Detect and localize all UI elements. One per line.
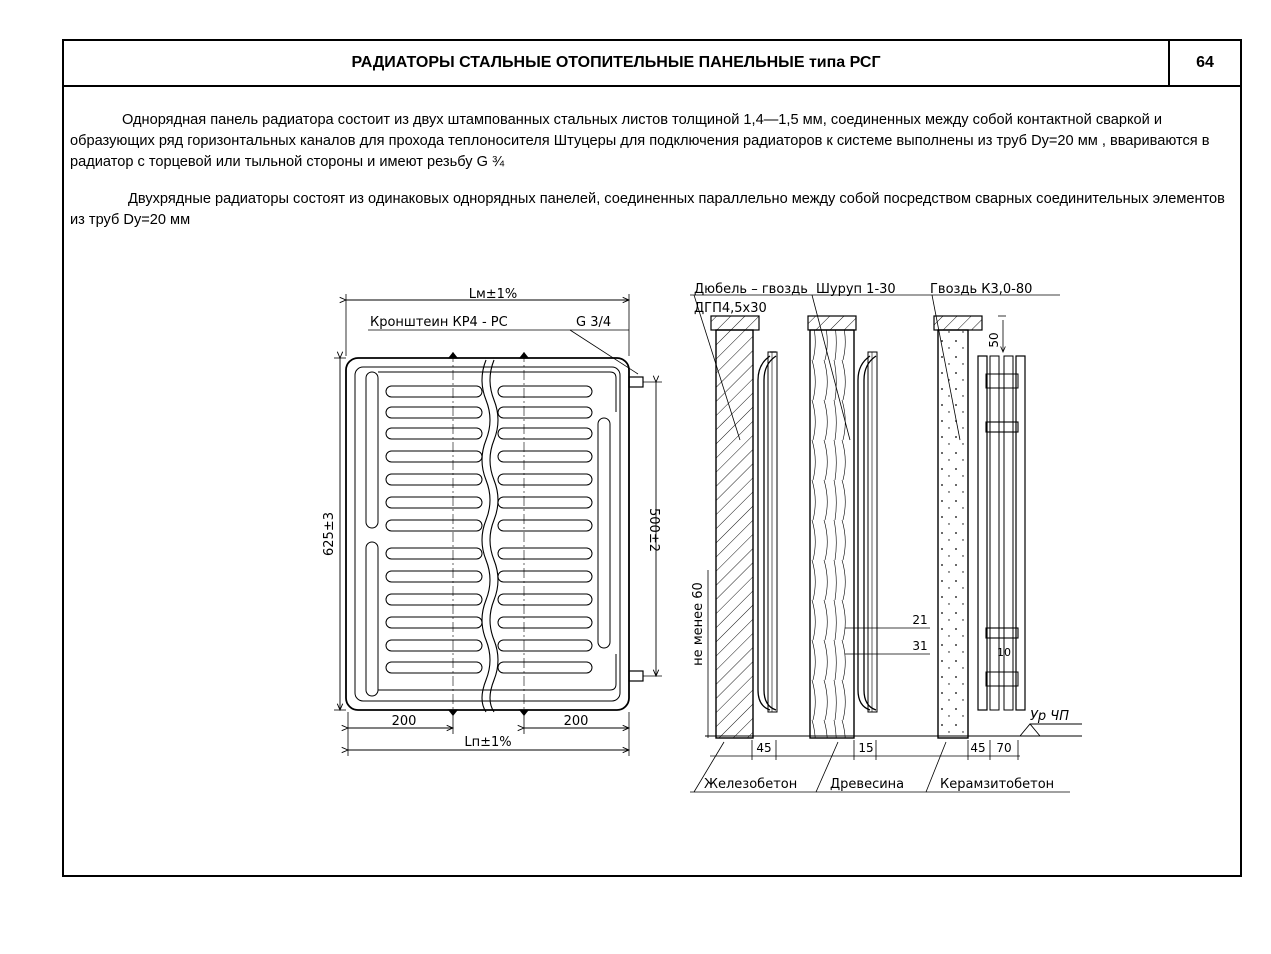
height-inner-label: 500±2 (646, 508, 661, 552)
dim-top-label: Lм±1% (469, 287, 518, 302)
label-dowel-sub: ДГП4,5х30 (694, 301, 767, 316)
paragraph-double-row: Двухрядные радиаторы состоят из одинаков… (70, 191, 1225, 228)
bottom-right-dim: 200 (564, 714, 589, 729)
material-concrete: Железобетон (704, 777, 797, 792)
bottom-left-dim: 200 (392, 714, 417, 729)
dim-45-a: 45 (756, 741, 771, 755)
label-dowel: Дюбель – гвоздь (694, 282, 808, 297)
radiator-channels (385, 385, 593, 674)
height-outer-label: 625±3 (322, 512, 337, 556)
bracket-label: Кронштеин КР4 - РС (370, 315, 508, 330)
dim-70: 70 (996, 741, 1011, 755)
dim-50: 50 (987, 332, 1001, 347)
radiator-front-view (334, 294, 662, 756)
thread-label: G 3/4 (576, 315, 611, 330)
min-distance-label: не менее 60 (691, 582, 706, 666)
material-clay-concrete: Керамзитобетон (940, 777, 1054, 792)
paragraph-single-row: Однорядная панель радиатора состоит из д… (70, 112, 1210, 170)
side-views (690, 294, 1082, 793)
page-frame: РАДИАТОРЫ СТАЛЬНЫЕ ОТОПИТЕЛЬНЫЕ ПАНЕЛЬНЫ… (62, 39, 1242, 877)
floor-level-label: Ур ЧП (1030, 709, 1069, 724)
material-wood: Древесина (830, 777, 904, 792)
title-block: РАДИАТОРЫ СТАЛЬНЫЕ ОТОПИТЕЛЬНЫЕ ПАНЕЛЬНЫ… (64, 41, 1240, 87)
page-number: 64 (1168, 41, 1240, 85)
dim-15: 15 (858, 741, 873, 755)
dim-45-b: 45 (970, 741, 985, 755)
dim-31: 31 (912, 639, 927, 653)
dim-21: 21 (912, 613, 927, 627)
dim-bottom-label: Lп±1% (464, 735, 511, 750)
label-nail: Гвоздь К3,0-80 (930, 282, 1032, 297)
dim-10: 10 (997, 646, 1011, 659)
label-screw: Шуруп 1-30 (816, 282, 896, 297)
page-title: РАДИАТОРЫ СТАЛЬНЫЕ ОТОПИТЕЛЬНЫЕ ПАНЕЛЬНЫ… (351, 54, 881, 71)
